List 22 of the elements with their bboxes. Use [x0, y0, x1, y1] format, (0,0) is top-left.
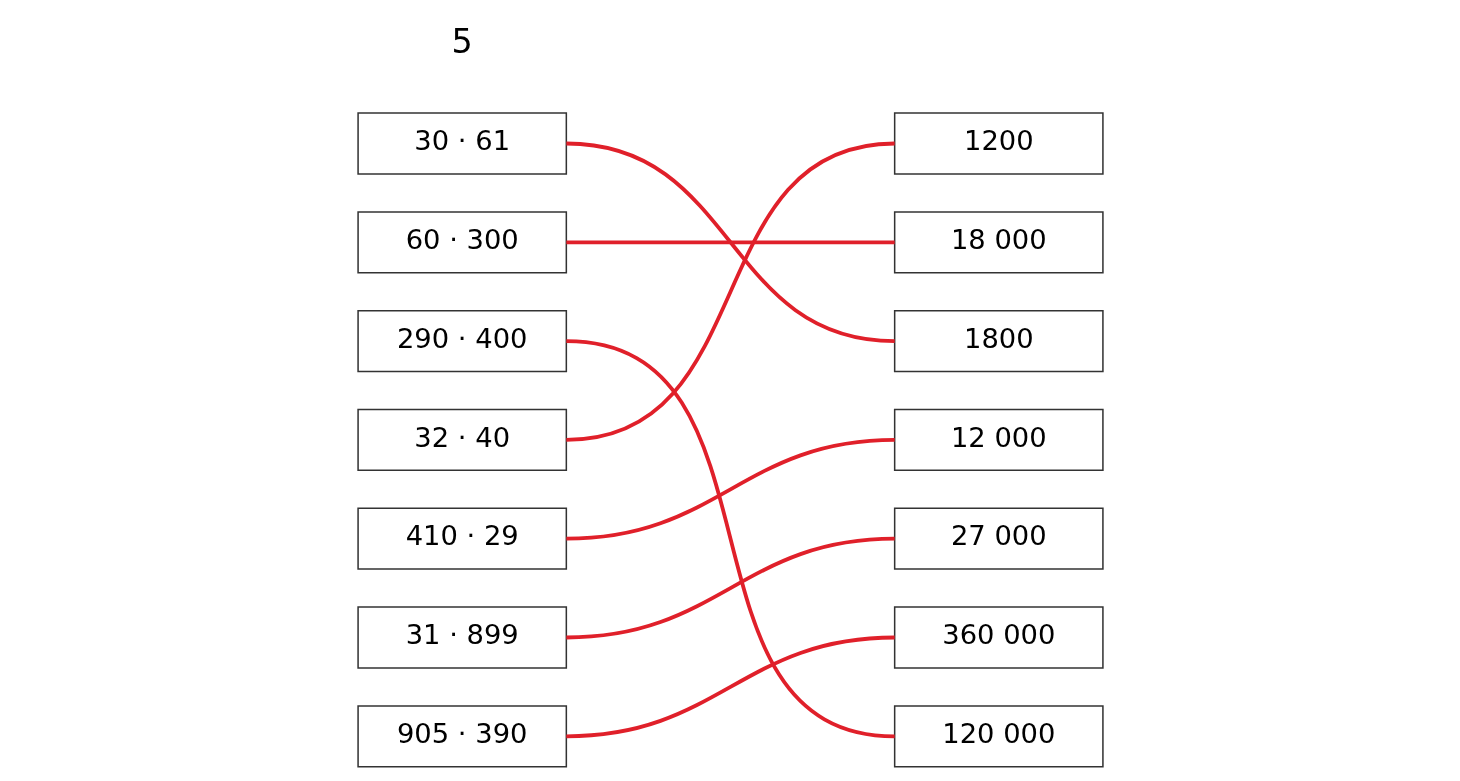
node-box: 120 000: [893, 705, 1104, 768]
node-box: 27 000: [893, 507, 1104, 570]
connector: [565, 141, 895, 343]
node-box: 32 · 40: [356, 408, 567, 472]
node-box: 1200: [893, 112, 1104, 175]
label: 5: [451, 22, 473, 62]
node-box: 60 · 300: [356, 211, 567, 274]
node-box: 31 · 899: [356, 606, 567, 669]
node-box: 290 · 400: [356, 309, 567, 373]
connector: [565, 339, 895, 739]
node-box: 1800: [893, 309, 1104, 373]
node-box: 12 000: [893, 408, 1104, 472]
node-box: 30 · 61: [356, 112, 567, 175]
node-box: 410 · 29: [356, 507, 567, 570]
node-box: 18 000: [893, 211, 1104, 274]
connector: [565, 438, 895, 541]
connector: [565, 240, 895, 245]
node-box: 905 · 390: [356, 705, 567, 768]
node-box: 360 000: [893, 606, 1104, 669]
connector: [565, 635, 895, 739]
connector: [565, 141, 895, 442]
connector: [565, 536, 895, 640]
